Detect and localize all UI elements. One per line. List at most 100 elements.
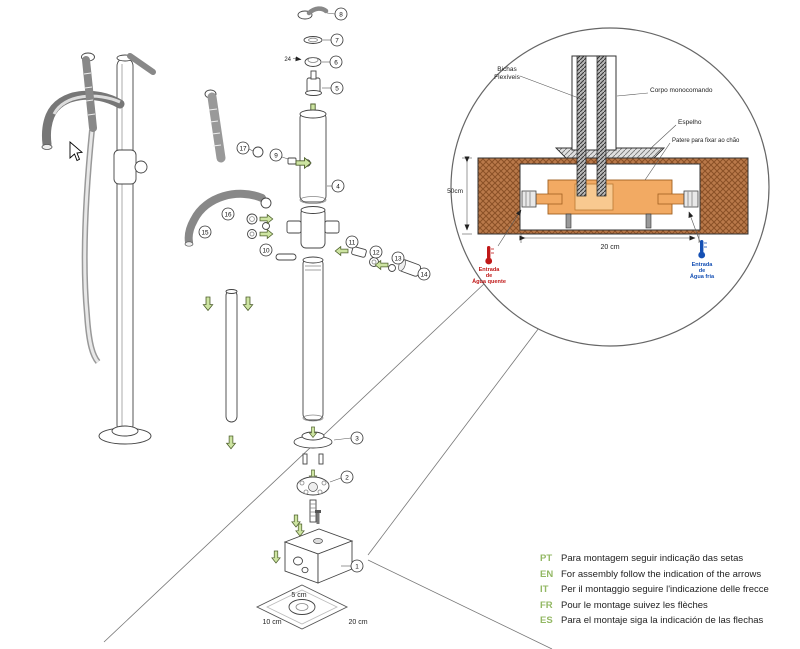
part-dome (304, 57, 322, 67)
installation-inset: Bichas Flexíveis Corpo monocomando Espel… (447, 27, 770, 347)
part-callout-16: 16 (221, 207, 235, 221)
svg-text:Água fria: Água fria (690, 273, 715, 280)
part-screw (287, 157, 297, 165)
part-washer-left (247, 229, 257, 239)
svg-text:5: 5 (335, 85, 339, 92)
svg-text:11: 11 (349, 239, 356, 246)
cold-connector (683, 190, 699, 208)
part-callout-11: 11 (345, 235, 359, 249)
svg-text:8: 8 (339, 11, 343, 18)
assembled-faucet (41, 52, 156, 445)
part-callout-14: 14 (417, 267, 431, 281)
part-hose-tube (225, 289, 238, 423)
diverter-knob (134, 160, 148, 174)
spout (41, 90, 125, 149)
instruction-text-it: Per il montaggio seguire l'indicazione d… (561, 584, 769, 595)
part-mounting-box (283, 510, 354, 584)
svg-text:Entrada: Entrada (479, 267, 501, 273)
instruction-text-es: Para el montaje siga la indicación de la… (561, 615, 764, 626)
part-tee (300, 207, 326, 249)
svg-text:14: 14 (420, 271, 428, 278)
instruction-line-es: ES Para el montaje siga la indicación de … (540, 613, 769, 629)
svg-text:15: 15 (201, 229, 209, 236)
part-spout-nut (260, 197, 272, 209)
svg-text:de: de (699, 268, 706, 274)
flex-hose-cold (596, 55, 607, 197)
cursor-pointer (69, 141, 84, 162)
part-callout-15: 15 (198, 225, 212, 239)
part-cap-right (398, 259, 422, 277)
dim-10cm: 10 cm (262, 619, 281, 626)
svg-text:16: 16 (224, 211, 232, 218)
dim-50cm: 50cm (447, 156, 472, 235)
hot-water-inlet: Entrada de Água quente (472, 209, 522, 285)
svg-text:4: 4 (336, 183, 340, 190)
svg-text:9: 9 (274, 152, 278, 159)
svg-text:de: de (486, 273, 493, 279)
cold-thermometer-icon (700, 240, 704, 253)
label-monobloc-body: Corpo monocomando (650, 87, 713, 94)
cold-water-inlet: Entrada de Água fria (688, 211, 715, 280)
thread-size-label: 24 (284, 57, 291, 63)
part-callout-10: 10 (259, 243, 273, 257)
svg-text:13: 13 (394, 255, 402, 262)
part-bracket (252, 146, 264, 158)
part-callout-5: 5 (322, 81, 344, 95)
dim-20cm: 20 cm (519, 233, 700, 251)
svg-text:20 cm: 20 cm (600, 244, 619, 251)
part-callout-3: 3 (333, 431, 364, 445)
hot-connector (521, 190, 537, 208)
svg-text:50cm: 50cm (447, 188, 463, 195)
lang-code-pt: PT (540, 553, 553, 564)
svg-text:3: 3 (355, 435, 359, 442)
part-callout-1: 1 (341, 559, 364, 573)
part-spout (184, 189, 266, 246)
svg-text:10: 10 (262, 247, 270, 254)
svg-text:6: 6 (334, 59, 338, 66)
instruction-text-pt: Para montagem seguir indicação das setas (561, 553, 744, 564)
part-callout-4: 4 (327, 179, 345, 193)
label-flex-hoses-1: Bichas (497, 66, 517, 73)
assembly-instructions: PT Para montagem seguir indicação das set… (540, 551, 769, 629)
label-flex-hoses-2: Flexíveis (494, 74, 520, 81)
svg-text:17: 17 (239, 145, 247, 152)
instruction-line-it: IT Per il montaggio seguire l'indicazione… (540, 582, 769, 598)
svg-text:12: 12 (372, 249, 380, 256)
part-body (299, 111, 327, 203)
label-fixing-plate: Patere para fixar ao chão (672, 138, 740, 144)
fixing-block (521, 179, 699, 229)
lang-code-en: EN (540, 568, 554, 580)
svg-text:1: 1 (355, 563, 359, 570)
part-callout-13: 13 (391, 251, 405, 265)
faucet-lever (127, 53, 156, 75)
dim-5cm: 5 cm (291, 592, 306, 599)
part-lower-tube (302, 257, 324, 421)
instruction-text-en: For assembly follow the indication of th… (561, 568, 762, 580)
lang-code-it: IT (540, 584, 549, 595)
part-callout-6: 6 (322, 55, 343, 69)
part-callout-9: 9 (269, 148, 289, 162)
leader-lines (103, 249, 561, 649)
part-flange-screw (318, 453, 324, 465)
part-olive-left (262, 222, 270, 230)
part-callout-2: 2 (329, 470, 354, 484)
aerator (41, 144, 53, 150)
dim-20cm: 20 cm (348, 619, 367, 626)
svg-text:7: 7 (335, 37, 339, 44)
label-escutcheon: Espelho (678, 119, 702, 126)
svg-text:2: 2 (345, 474, 349, 481)
part-elbow-right (351, 246, 367, 258)
instruction-text-fr: Pour le montage suivez les flèches (561, 599, 708, 611)
part-callout-17: 17 (236, 141, 254, 155)
part-pipe-short (275, 253, 297, 261)
svg-text:Água quente: Água quente (472, 278, 506, 285)
part-callout-12: 12 (369, 245, 383, 259)
lang-code-es: ES (540, 615, 553, 626)
part-washer-right (388, 264, 396, 272)
part-flange-screw (302, 453, 308, 465)
part-callout-8: 8 (326, 7, 348, 21)
floor-hole (255, 584, 349, 630)
